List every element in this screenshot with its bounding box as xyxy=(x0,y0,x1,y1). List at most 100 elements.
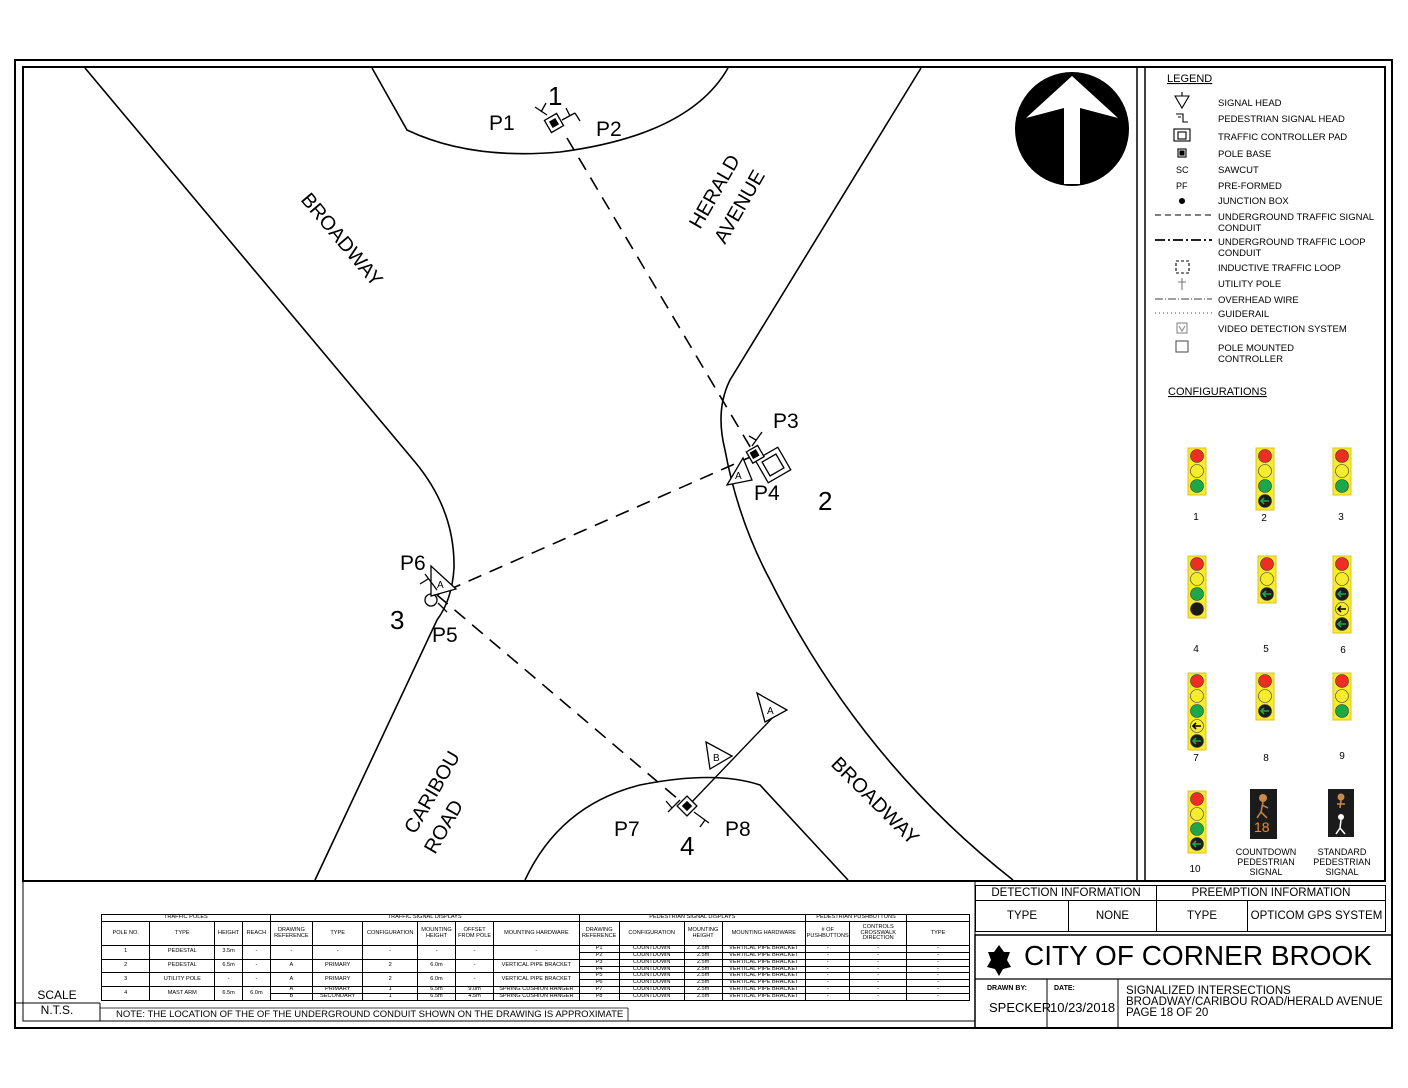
signal-hardware: VERTICAL PIPE BRACKET xyxy=(493,958,580,974)
signal-hardware: SPRING CUSHION HANGER xyxy=(493,986,580,995)
left-arrow-icon xyxy=(1191,737,1201,745)
signal-mount: 6.0m xyxy=(416,958,457,974)
legend-label-video-detection: VIDEO DETECTION SYSTEM xyxy=(1218,324,1347,335)
lg8-line-2: CONDUIT xyxy=(1218,248,1261,259)
pedestrian-signal-icon xyxy=(561,107,581,122)
road-edges xyxy=(84,67,1014,881)
controller-pad-inner-icon xyxy=(1177,131,1187,140)
signal-ref: A xyxy=(269,958,313,974)
countdown-digits: 18 xyxy=(1254,819,1270,835)
junction-box-icon xyxy=(1178,197,1186,205)
config-number: 10 xyxy=(1189,864,1201,875)
signal-letter-p2: A xyxy=(735,471,742,482)
signal-config-1: 1 xyxy=(1187,447,1207,523)
ped-config: COUNTDOWN xyxy=(618,965,685,974)
config-number: 4 xyxy=(1193,644,1199,655)
cd-label-word-3: SIGNAL xyxy=(1249,867,1282,877)
pole-label-p1: P1 xyxy=(489,112,515,135)
detection-preemption-table: DETECTION INFORMATION PREEMPTION INFORMA… xyxy=(975,885,1386,932)
signal-lens-red xyxy=(1258,674,1272,688)
ped-mount: 2.5m xyxy=(683,972,723,981)
conduit-1-2 xyxy=(566,137,756,456)
signal-head-icon xyxy=(725,456,753,486)
ped-hardware: VERTICAL PIPE BRACKET xyxy=(721,958,807,967)
ped-direction: - xyxy=(849,965,908,974)
signal-config-9: 9 xyxy=(1332,672,1352,762)
ped-type: - xyxy=(906,945,970,953)
date-value: 10/23/2018 xyxy=(1050,1000,1115,1015)
signal-config-10: 10 xyxy=(1187,790,1207,875)
config-number: 1 xyxy=(1193,512,1199,523)
signal-lens-green xyxy=(1190,479,1204,493)
pedestrian-signal-icon xyxy=(693,811,710,828)
signal-lens-dark xyxy=(1190,602,1204,616)
column-header: MOUNTING HARDWARE xyxy=(721,921,807,946)
lg8-line-1: UNDERGROUND TRAFFIC LOOP xyxy=(1218,237,1366,248)
left-arrow-icon xyxy=(1191,722,1201,730)
signal-lens-green xyxy=(1335,479,1349,493)
config-number: 2 xyxy=(1261,513,1267,524)
config-number: 7 xyxy=(1193,753,1199,764)
column-header: MOUNTING HEIGHT xyxy=(683,921,723,946)
left-arrow-icon xyxy=(1336,620,1346,628)
pole-base-inner-icon xyxy=(549,118,559,128)
ped-mount: 2.5m xyxy=(683,945,723,953)
legend-label-guiderail: GUIDERAIL xyxy=(1218,309,1269,320)
ped-type: - xyxy=(906,951,970,960)
preemption-header: PREEMPTION INFORMATION xyxy=(1156,885,1386,901)
signal-ref: A xyxy=(269,986,313,995)
signal-head-icon xyxy=(1174,92,1190,110)
group-header-ped-displays: PEDESTRIAN SIGNAL DISPLAYS xyxy=(578,914,807,922)
city-crest-icon xyxy=(987,945,1011,976)
underground-conduits xyxy=(436,137,756,806)
conduit-3-4 xyxy=(436,594,686,806)
signal-mount: 6.5m xyxy=(416,993,457,1001)
legend-text-symbols: SC PF xyxy=(1176,165,1189,191)
pole-type: PEDESTAL xyxy=(149,958,216,974)
signal-head-icon xyxy=(755,691,789,723)
left-arrow-icon xyxy=(1191,840,1201,848)
pole-3-symbol: A xyxy=(419,564,458,613)
pole-label-p7: P7 xyxy=(614,818,640,841)
detection-type-value: NONE xyxy=(1068,900,1157,932)
signal-lens-red xyxy=(1190,674,1204,688)
traffic-loop-icon xyxy=(1175,260,1190,274)
pole-type: PEDESTAL xyxy=(149,945,216,960)
signal-letter-b: B xyxy=(713,753,720,764)
column-header: DRAWING REFERENCE xyxy=(578,921,620,946)
hand-icon xyxy=(1337,793,1345,801)
signal-type: PRIMARY xyxy=(311,958,364,974)
ped-hardware: VERTICAL PIPE BRACKET xyxy=(721,979,807,988)
signal-letter-p3: A xyxy=(437,580,444,591)
organization-name: CITY OF CORNER BROOK xyxy=(1024,940,1372,971)
signal-offset: - xyxy=(455,972,495,988)
signal-ref: - xyxy=(269,945,313,960)
sd-label-word-3: SIGNAL xyxy=(1325,867,1358,877)
signal-mount: - xyxy=(416,945,457,960)
pedestrian-signal-icon xyxy=(748,431,763,447)
title-block xyxy=(974,934,1393,1029)
signal-lens-red xyxy=(1260,557,1274,571)
signal-lens-yellow xyxy=(1190,464,1204,478)
pre-formed-symbol: PF xyxy=(1176,181,1188,191)
legend-label-overhead-wire: OVERHEAD WIRE xyxy=(1218,295,1299,306)
pole-height: 6.5m xyxy=(214,986,243,1001)
intersection-number-1: 1 xyxy=(548,81,562,111)
pole-1-symbol xyxy=(534,102,581,134)
signal-config: 1 xyxy=(362,986,418,995)
lg7-line-2: CONDUIT xyxy=(1218,223,1261,234)
pedestrian-signal-icon xyxy=(534,102,548,116)
signal-config-7: 7 xyxy=(1187,672,1207,764)
ped-direction: - xyxy=(849,972,908,981)
column-header: CONTROLS CROSSWALK DIRECTION xyxy=(849,921,908,946)
ped-ref: P2 xyxy=(578,951,620,960)
preemption-type-label: TYPE xyxy=(1156,900,1248,932)
